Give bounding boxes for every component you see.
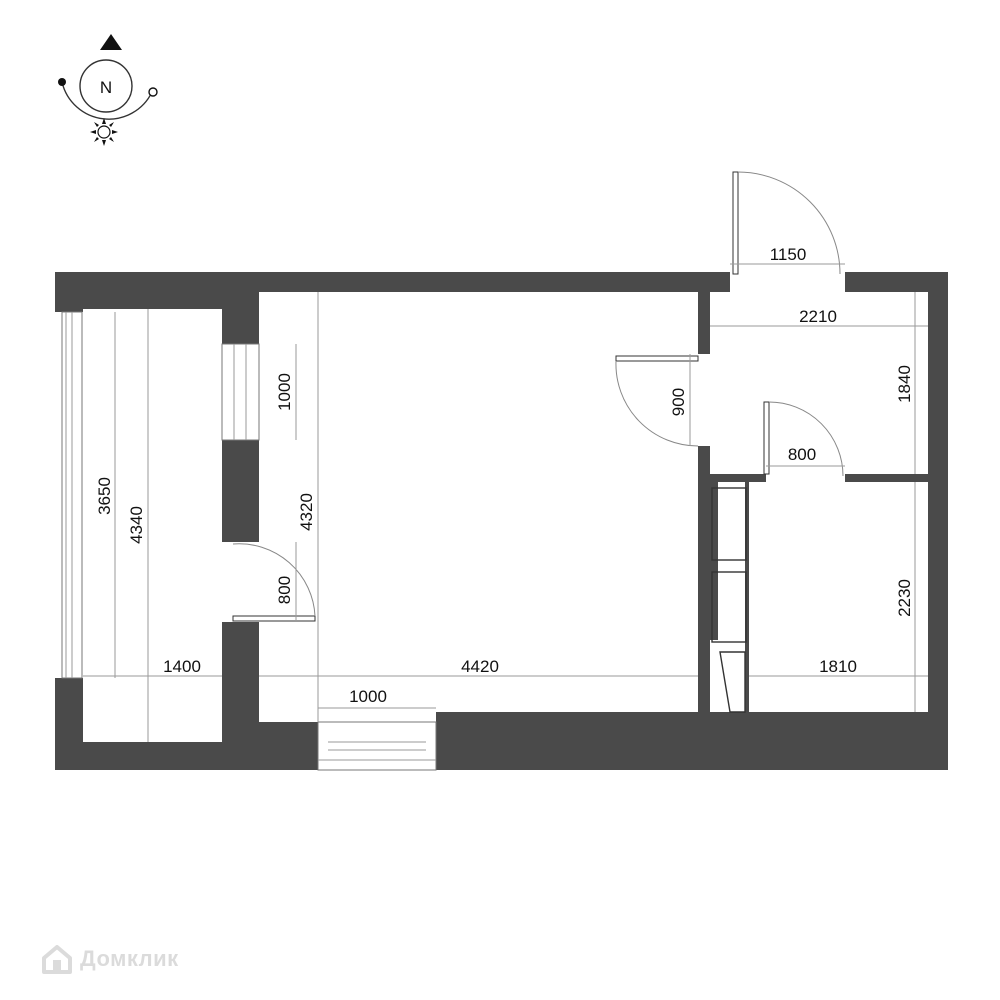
wall-bottom-right [436, 712, 948, 770]
partition-window [221, 343, 260, 441]
wall-partition-top [222, 292, 259, 344]
bath-door-leaf [763, 401, 770, 475]
dim-bath-depth: 2230 [895, 579, 914, 617]
dim-room-width: 4420 [461, 657, 499, 676]
shaft-box-top [711, 487, 747, 561]
dim-balcony-inner: 3650 [95, 477, 114, 515]
wall-partition-mid [222, 440, 259, 542]
wall-balcony-top [83, 292, 258, 309]
dim-hall-width: 2210 [799, 307, 837, 326]
dimension-labels: 1150 2210 1840 900 800 2230 1810 1000 36… [95, 245, 914, 706]
room-window [317, 721, 437, 771]
sunrise-dot [58, 78, 66, 86]
sunset-dot [148, 87, 158, 97]
dim-balcony-outer: 4340 [127, 506, 146, 544]
dim-bath-door: 800 [788, 445, 816, 464]
wall-partition-bottom [222, 622, 259, 742]
room-window-frame [317, 721, 437, 771]
entrance-door-swing [737, 171, 841, 275]
sun-icon [90, 118, 118, 146]
house-logo-icon [42, 945, 72, 974]
wall-top-left [55, 272, 730, 292]
compass-circle [79, 59, 133, 113]
entrance-door-leaf [732, 171, 739, 275]
balcony-door-swing [232, 543, 316, 617]
dim-balcony-width: 1400 [163, 657, 201, 676]
shaft [711, 487, 747, 713]
dim-entrance-door: 1150 [770, 245, 807, 264]
dim-hall-depth: 1840 [895, 365, 914, 403]
wall-bath-left [745, 482, 749, 712]
watermark-text: Домклик [80, 946, 179, 971]
balcony-door-leaf [232, 615, 316, 622]
wall-bath-top-right [845, 474, 928, 482]
wall-hall-bottom [698, 446, 710, 712]
wall-hall-top [698, 292, 710, 354]
wall-top-right [845, 272, 948, 292]
shaft-box-bottom [711, 571, 747, 643]
dim-room-depth: 4320 [297, 493, 316, 531]
wall-right [928, 272, 948, 770]
north-arrow-icon [100, 34, 122, 50]
compass: N [58, 34, 158, 146]
wall-left-top [55, 272, 83, 312]
wall-bath-top-left [710, 474, 766, 482]
balcony-window [61, 311, 83, 679]
living-door-leaf [615, 355, 699, 362]
doors [232, 171, 844, 622]
dim-bath-width: 1810 [819, 657, 857, 676]
wall-shaft [710, 482, 718, 640]
wall-bottom-mid [258, 722, 320, 770]
living-door-swing [615, 360, 699, 447]
bath-door-swing [768, 401, 844, 477]
dim-room-window: 1000 [349, 687, 387, 706]
dimension-lines [83, 263, 928, 742]
dim-living-door: 900 [669, 388, 688, 416]
dim-balcony-door: 800 [275, 576, 294, 604]
partition-window-frame [221, 343, 260, 441]
walls [55, 272, 948, 770]
sink [719, 651, 746, 713]
compass-north-label: N [100, 78, 112, 97]
sun-path-arc [61, 81, 153, 120]
dim-partition-window: 1000 [275, 373, 294, 411]
watermark: Домклик [40, 942, 179, 976]
